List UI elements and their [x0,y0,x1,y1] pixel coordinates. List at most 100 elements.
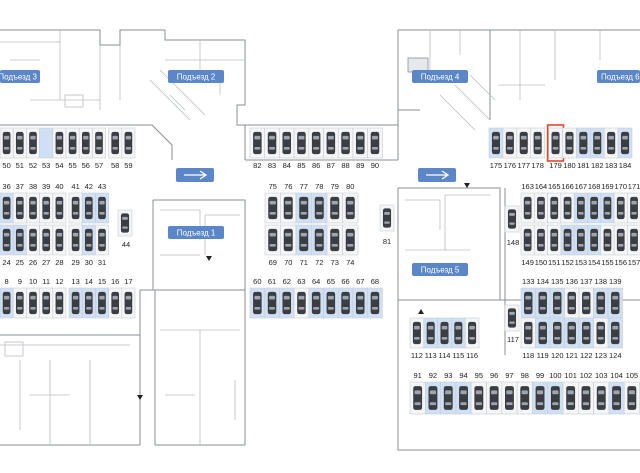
parking-spot-88[interactable]: 88 [337,127,354,170]
parking-spot-91[interactable]: 91 [409,371,426,415]
parking-spot-90[interactable]: 90 [367,127,383,170]
parking-spot-179[interactable]: 179 [546,124,565,170]
parking-spot-66[interactable]: 66 [337,277,354,319]
parking-spot-100[interactable]: 100 [547,371,564,415]
parking-spot-42[interactable]: 42 [81,182,96,224]
parking-spot-84[interactable]: 84 [279,127,295,170]
parking-spot-182[interactable]: 182 [589,127,605,170]
parking-spot-168[interactable]: 168 [587,182,602,224]
parking-spot-102[interactable]: 102 [577,371,594,415]
parking-spot-116[interactable]: 116 [464,317,480,360]
parking-spot-76[interactable]: 76 [280,182,297,224]
parking-spot-155[interactable]: 155 [600,224,615,267]
parking-spot-95[interactable]: 95 [470,371,487,415]
parking-spot-138[interactable]: 138 [593,277,609,319]
parking-spot-52[interactable]: 52 [26,127,40,170]
parking-spot-165[interactable]: 165 [547,182,562,224]
parking-spot-51[interactable]: 51 [12,127,27,170]
parking-spot-135[interactable]: 135 [549,277,565,319]
parking-spot-70[interactable]: 70 [280,224,297,267]
parking-spot-27[interactable]: 27 [39,224,54,267]
parking-spot-82[interactable]: 82 [249,127,265,170]
parking-spot-176[interactable]: 176 [502,127,518,170]
parking-spot-28[interactable]: 28 [52,224,67,267]
parking-spot-64[interactable]: 64 [308,277,324,319]
parking-spot-175[interactable]: 175 [488,127,504,170]
parking-spot-96[interactable]: 96 [486,371,503,415]
parking-spot-167[interactable]: 167 [573,182,588,224]
parking-spot-166[interactable]: 166 [560,182,575,224]
parking-spot-38[interactable]: 38 [26,182,40,224]
parking-spot-177[interactable]: 177 [516,127,531,170]
parking-spot-53[interactable]: 53 [39,127,54,170]
parking-spot-57[interactable]: 57 [92,127,106,170]
parking-spot-99[interactable]: 99 [532,371,549,415]
parking-spot-65[interactable]: 65 [323,277,339,319]
parking-spot-86[interactable]: 86 [308,127,324,170]
parking-spot-54[interactable]: 54 [52,127,67,170]
parking-spot-152[interactable]: 152 [560,224,575,267]
parking-spot-183[interactable]: 183 [603,127,619,170]
parking-spot-15[interactable]: 15 [95,277,109,319]
parking-spot-50[interactable]: 50 [0,127,14,170]
parking-spot-121[interactable]: 121 [564,317,580,360]
parking-spot-103[interactable]: 103 [593,371,610,415]
parking-spot-139[interactable]: 139 [607,277,623,319]
parking-spot-181[interactable]: 181 [576,127,591,170]
parking-spot-40[interactable]: 40 [52,182,67,224]
parking-spot-123[interactable]: 123 [593,317,609,360]
parking-spot-69[interactable]: 69 [264,224,281,267]
parking-spot-163[interactable]: 163 [520,182,535,224]
parking-spot-14[interactable]: 14 [81,277,96,319]
parking-spot-89[interactable]: 89 [352,127,368,170]
parking-spot-43[interactable]: 43 [95,182,109,224]
parking-spot-113[interactable]: 113 [423,317,438,360]
parking-spot-58[interactable]: 58 [108,127,123,170]
parking-spot-13[interactable]: 13 [68,277,83,319]
parking-spot-29[interactable]: 29 [68,224,83,267]
parking-spot-62[interactable]: 62 [279,277,295,319]
parking-spot-104[interactable]: 104 [608,371,625,415]
parking-spot-61[interactable]: 61 [264,277,280,319]
parking-spot-170[interactable]: 170 [613,182,628,224]
parking-spot-25[interactable]: 25 [12,224,27,267]
parking-spot-78[interactable]: 78 [311,182,328,224]
parking-spot-8[interactable]: 8 [0,277,14,319]
parking-spot-134[interactable]: 134 [535,277,551,319]
parking-spot-55[interactable]: 55 [65,127,80,170]
parking-spot-98[interactable]: 98 [516,371,533,415]
parking-spot-115[interactable]: 115 [451,317,466,360]
parking-spot-10[interactable]: 10 [26,277,40,319]
parking-spot-79[interactable]: 79 [326,182,343,224]
parking-spot-24[interactable]: 24 [0,224,14,267]
parking-spot-150[interactable]: 150 [533,224,548,267]
parking-spot-83[interactable]: 83 [264,127,280,170]
parking-spot-94[interactable]: 94 [455,371,472,415]
parking-spot-30[interactable]: 30 [81,224,96,267]
parking-spot-180[interactable]: 180 [562,127,577,170]
parking-spot-149[interactable]: 149 [520,224,535,267]
parking-spot-87[interactable]: 87 [323,127,339,170]
parking-spot-151[interactable]: 151 [547,224,562,267]
parking-spot-26[interactable]: 26 [26,224,40,267]
parking-spot-117[interactable]: 117 [504,304,520,344]
parking-spot-157[interactable]: 157 [627,224,640,267]
parking-spot-118[interactable]: 118 [520,317,536,360]
parking-spot-124[interactable]: 124 [607,317,623,360]
parking-spot-80[interactable]: 80 [342,182,359,224]
parking-spot-72[interactable]: 72 [311,224,328,267]
parking-spot-184[interactable]: 184 [617,127,633,170]
parking-spot-44[interactable]: 44 [117,209,133,249]
parking-spot-37[interactable]: 37 [12,182,27,224]
parking-spot-93[interactable]: 93 [440,371,457,415]
parking-spot-92[interactable]: 92 [424,371,441,415]
parking-spot-148[interactable]: 148 [504,205,520,247]
parking-spot-81[interactable]: 81 [379,204,395,246]
parking-spot-56[interactable]: 56 [78,127,93,170]
parking-spot-60[interactable]: 60 [249,277,265,319]
parking-spot-74[interactable]: 74 [342,224,359,267]
parking-spot-119[interactable]: 119 [535,317,551,360]
parking-spot-39[interactable]: 39 [39,182,54,224]
parking-spot-16[interactable]: 16 [108,277,123,319]
